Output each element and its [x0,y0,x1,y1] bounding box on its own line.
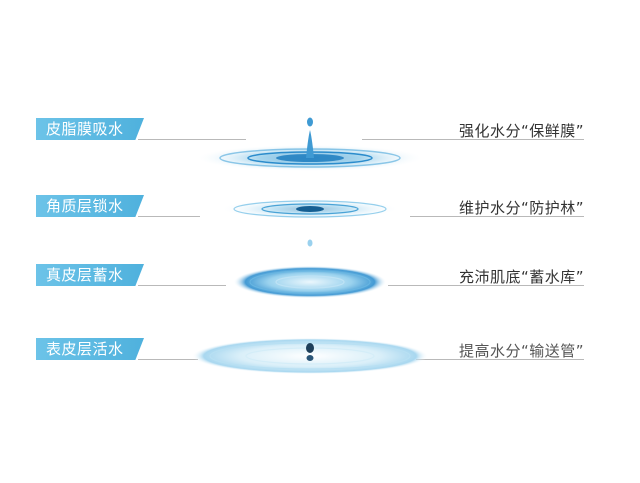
layer-sebum: 皮脂膜吸水 强化水分“保鲜膜” [0,108,640,171]
layer-tag-dermis: 真皮层蓄水 [36,264,144,286]
water-drop-ripple-icon [222,199,398,247]
right-rule [362,139,584,140]
layer-benefit-dermis: 充沛肌底“蓄水库” [458,268,584,286]
layer-benefit-stratum-corneum: 维护水分“防护林” [458,199,584,217]
layer-tag-sebum: 皮脂膜吸水 [36,118,144,140]
layer-tag-stratum-corneum: 角质层锁水 [36,195,144,217]
layer-dermis: 真皮层蓄水 充沛肌底“蓄水库” [0,254,640,314]
layer-tag-epidermis: 表皮层活水 [36,338,144,360]
water-drop-surface-icon [192,338,428,374]
water-ripple-icon [234,266,386,298]
left-rule [138,285,226,286]
layer-epidermis: 表皮层活水 提高水分“输送管” [0,328,640,388]
right-rule [416,359,584,360]
layer-stratum-corneum: 角质层锁水 维护水分“防护林” [0,185,640,247]
left-rule [138,139,246,140]
water-drop-splash-icon [198,117,422,171]
layer-benefit-sebum: 强化水分“保鲜膜” [458,122,584,140]
right-rule [388,285,584,286]
right-rule [410,216,584,217]
left-rule [138,216,200,217]
layer-benefit-epidermis: 提高水分“输送管” [458,342,584,360]
left-rule [138,359,198,360]
